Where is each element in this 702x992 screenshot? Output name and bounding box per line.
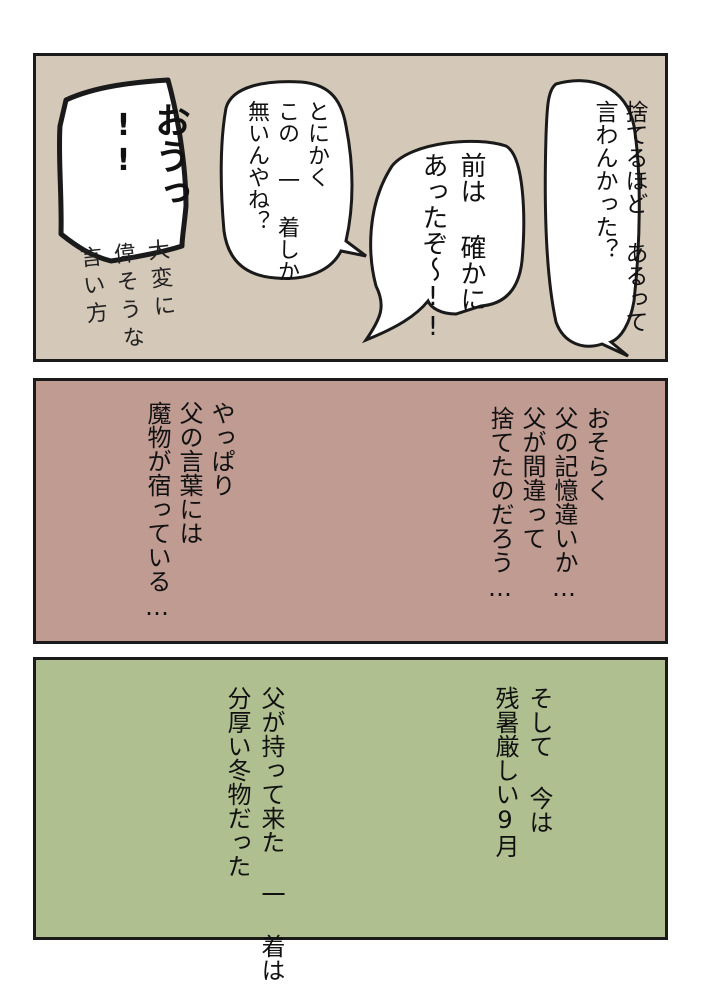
panel-3-left-text: 父が持って来た 一 着は 分厚い冬物だった [220, 686, 288, 982]
bubble-ou-text: おうっ !! [100, 102, 192, 210]
bubble-throw-line-1: 捨てるほど あるって [621, 100, 647, 333]
bubble-onlyone-line-2: この 一 着しか [274, 100, 299, 282]
bubble-throw-line-2: 言わんかった？ [591, 100, 617, 261]
side-note-line-2: 偉そうな [108, 240, 146, 355]
bubble-before-line-2: あったぞ～!! [418, 152, 448, 342]
panel-2-left-line-1: やっぱり [207, 401, 235, 497]
speech-bubble-ou [56, 77, 189, 264]
speech-bubble-before [361, 139, 526, 344]
panel-2-right-line-2: 父の記憶違いか… [550, 406, 578, 602]
side-note-handwritten: 大変に 偉そうな 言い方 [70, 237, 184, 364]
speech-bubble-onlyone [219, 80, 367, 281]
panel-2-left-text: やっぱり 父の言葉には 魔物が宿っている… [141, 401, 237, 621]
bubble-before-line-1: 前は 確かに [456, 152, 486, 312]
panel-3-right-line-2: 残暑厳しい9月 [491, 686, 519, 858]
panel-2-left-line-3: 魔物が宿っている… [143, 401, 171, 621]
speech-bubble-throw [543, 79, 641, 358]
bubble-ou-line-2: !! [106, 108, 141, 178]
side-note-line-3: 言い方 [75, 244, 109, 331]
bubble-onlyone-line-1: とにかく [304, 100, 329, 188]
panel-2: おそらく 父の記憶違いか… 父が間違って 捨てたのだろう… やっぱり 父の言葉に… [33, 378, 668, 644]
panel-2-left-line-2: 父の言葉には [175, 401, 203, 545]
panel-1: 捨てるほど あるって 言わんかった？ 前は 確かに あったぞ～!! とにかく こ… [33, 53, 668, 362]
panel-1-bubbles [56, 77, 641, 358]
panel-3: そして 今は 残暑厳しい9月 父が持って来た 一 着は 分厚い冬物だった [33, 657, 668, 982]
panel-2-right-line-4: 捨てたのだろう… [486, 406, 514, 602]
bubble-onlyone-line-3: 無いんやね？ [244, 100, 269, 232]
panel-3-left-line-2: 分厚い冬物だった [223, 686, 251, 878]
panel-3-right-line-1: そして 今は [525, 686, 553, 834]
panel-2-right-line-1: おそらく [582, 406, 610, 502]
panel-2-right-line-3: 父が間違って [518, 406, 546, 550]
side-note-line-1: 大変に [142, 237, 177, 324]
panel-3-right-text: そして 今は 残暑厳しい9月 [488, 686, 556, 858]
bubble-ou-line-1: おうっ [149, 102, 190, 210]
bubble-before-text: 前は 確かに あったぞ～!! [414, 152, 490, 342]
bubble-onlyone-text: とにかく この 一 着しか 無いんやね？ [241, 100, 331, 282]
bubble-throw-text: 捨てるほど あるって 言わんかった？ [589, 100, 649, 333]
panel-2-right-text: おそらく 父の記憶違いか… 父が間違って 捨てたのだろう… [484, 406, 612, 602]
panel-3-left-line-1: 父が持って来た 一 着は [257, 686, 285, 982]
